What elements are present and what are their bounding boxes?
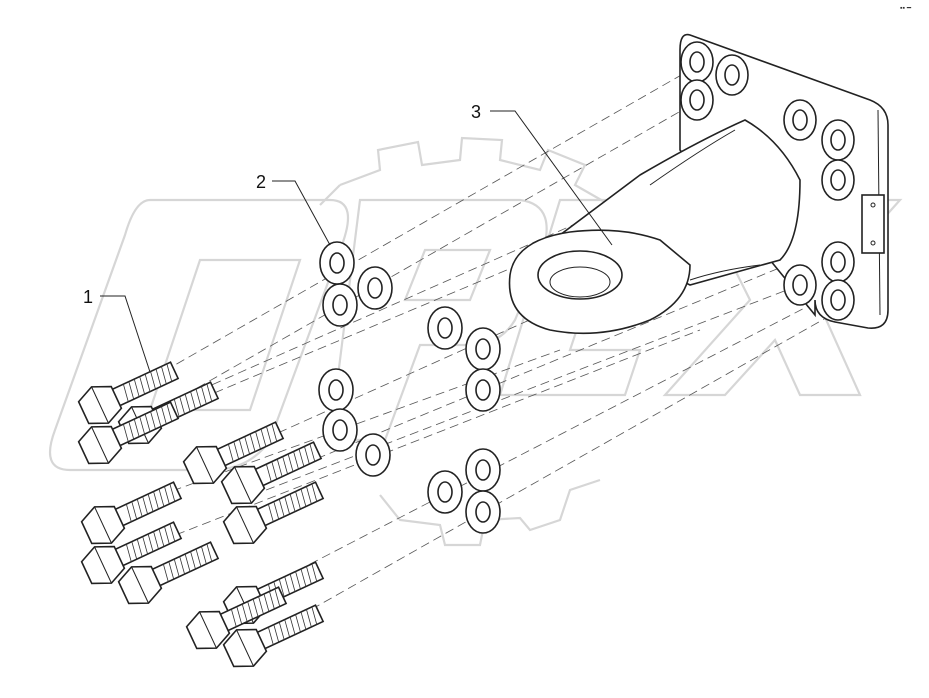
bolt	[80, 521, 183, 585]
leader-line-2	[272, 180, 331, 246]
washer	[465, 368, 501, 412]
tow-eye-bracket	[508, 33, 889, 335]
tow-eye-hole	[537, 250, 623, 300]
leader-line-3	[490, 110, 613, 246]
washer	[355, 433, 391, 477]
bolt	[185, 586, 288, 650]
washer	[427, 470, 463, 514]
washer	[322, 408, 358, 452]
washer	[319, 241, 355, 285]
leader-line-1	[100, 295, 151, 373]
corner-mark: ▪▪ ━	[900, 5, 912, 12]
bolt	[117, 541, 220, 605]
washer	[427, 306, 463, 350]
washer	[318, 368, 354, 412]
washer	[465, 490, 501, 534]
bolt	[222, 604, 325, 668]
bolt	[77, 401, 180, 465]
washer	[465, 448, 501, 492]
washer	[322, 283, 358, 327]
callout-1: 1	[83, 287, 93, 307]
washer	[357, 266, 393, 310]
bolts	[77, 361, 325, 668]
bolt	[77, 361, 180, 425]
washers	[318, 241, 501, 534]
leader-lines	[100, 110, 613, 373]
callout-2: 2	[256, 172, 266, 192]
plate-holes	[680, 41, 855, 321]
bolt	[80, 481, 183, 545]
id-label-plate	[861, 194, 885, 254]
bolt	[222, 481, 325, 545]
washer	[465, 327, 501, 371]
watermark	[48, 136, 903, 547]
bolt	[220, 441, 323, 505]
bolt	[182, 421, 285, 485]
callout-3: 3	[471, 102, 481, 122]
